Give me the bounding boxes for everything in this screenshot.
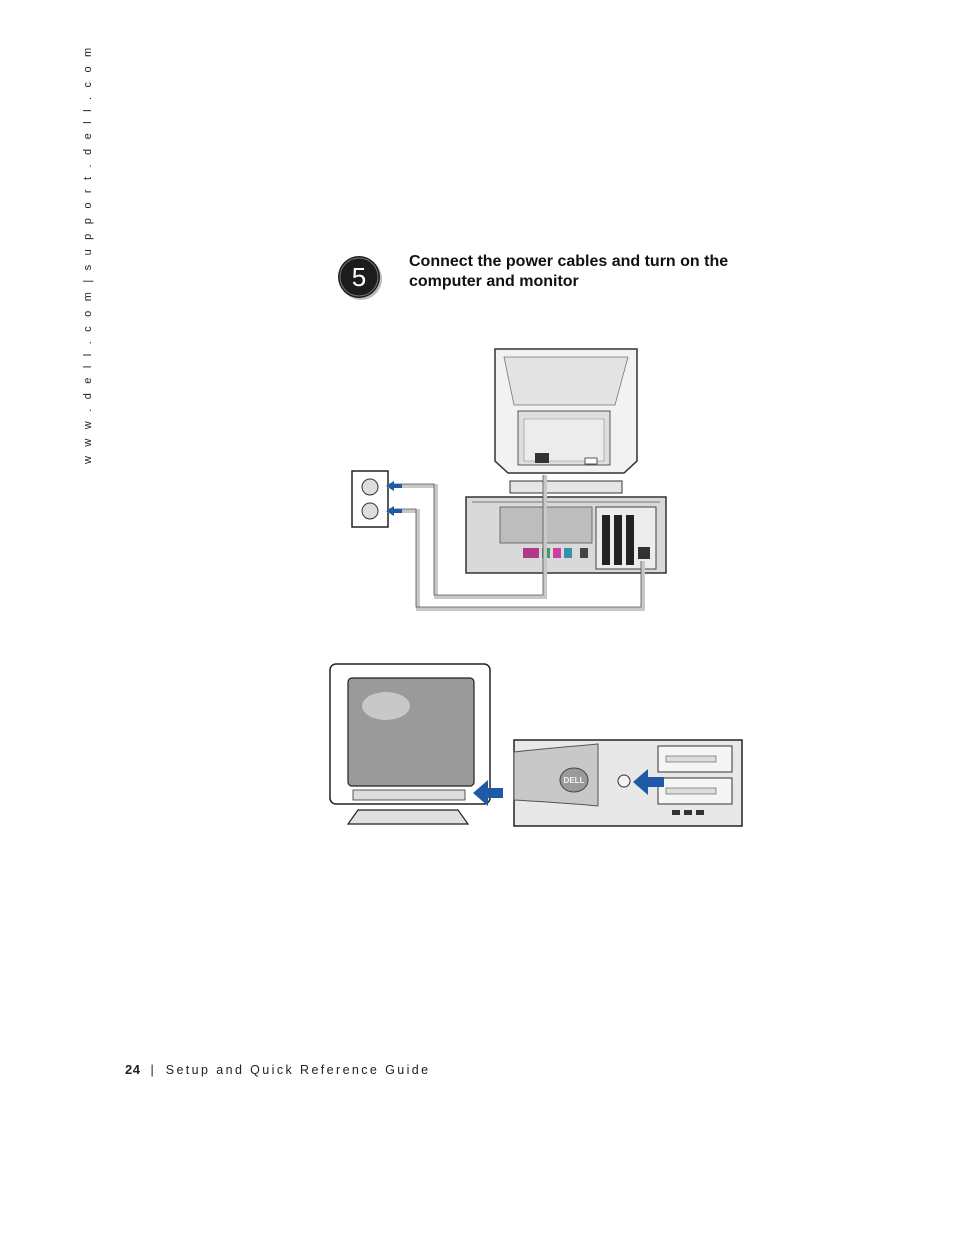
plug-arrow-icons: [386, 481, 402, 516]
computer-front: DELL: [513, 739, 743, 827]
power-button-arrow-icons: [473, 769, 664, 806]
monitor-front: [329, 663, 491, 825]
computer-rear: [465, 496, 667, 574]
page-number: 24: [125, 1062, 141, 1077]
dell-logo: DELL: [564, 776, 585, 785]
power-cable-diagram: [351, 348, 667, 611]
power-cables: [388, 475, 645, 611]
footer-separator: |: [150, 1063, 154, 1077]
sidebar-url: w w w . d e l l . c o m | s u p p o r t …: [82, 45, 102, 472]
step-number-badge: 5: [338, 256, 382, 300]
sidebar-url-text: w w w . d e l l . c o m | s u p p o r t …: [82, 44, 94, 464]
guide-title: Setup and Quick Reference Guide: [165, 1063, 431, 1077]
step-number: 5: [352, 262, 366, 292]
monitor-rear: [494, 348, 638, 494]
power-button-diagram: DELL: [329, 663, 743, 827]
step-title: Connect the power cables and turn on the…: [409, 253, 729, 290]
page-footer: 24 | Setup and Quick Reference Guide: [125, 1062, 431, 1077]
wall-outlet-icon: [351, 470, 389, 528]
power-button: [617, 774, 631, 788]
